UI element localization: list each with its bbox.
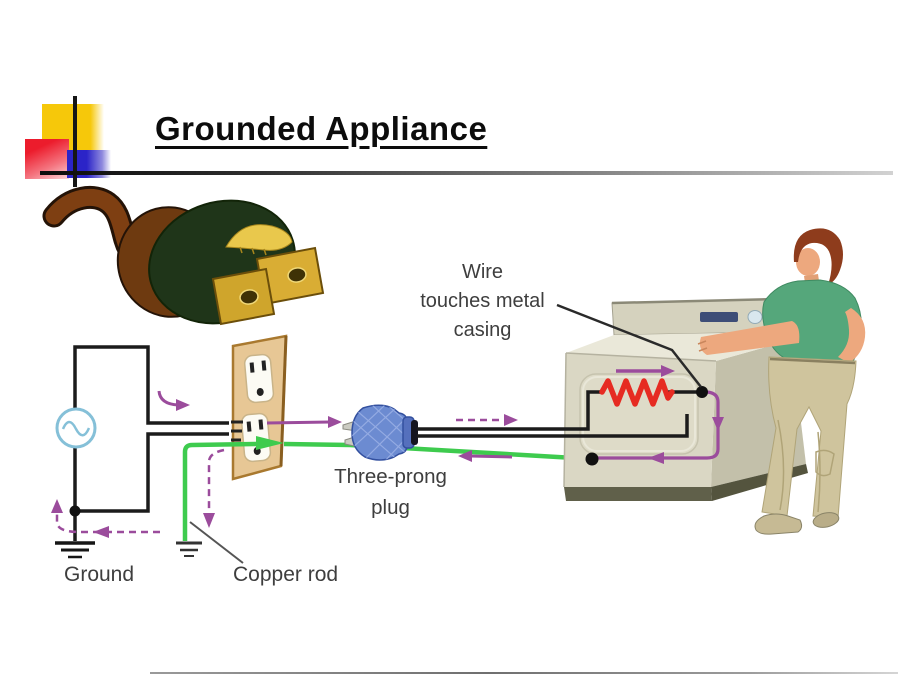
page-title: Grounded Appliance	[155, 110, 488, 147]
person-hair	[793, 228, 843, 285]
current-arrows	[51, 390, 518, 538]
wire-casing-label: Wire touches metal casing	[400, 258, 565, 345]
title-divider-line	[40, 171, 893, 175]
ground-symbol-left	[55, 541, 95, 559]
copper-rod-leader	[189, 521, 244, 564]
wire-casing-leader	[556, 303, 702, 388]
three-prong-plug-label: Three-prong plug	[318, 461, 463, 523]
leader-lines	[189, 303, 702, 564]
copper-rod-label: Copper rod	[233, 563, 339, 586]
wire-casing-line1: Wire	[461, 261, 504, 283]
ac-source	[55, 407, 97, 449]
wire-casing-line3: casing	[453, 319, 512, 341]
washer-dial	[747, 310, 763, 324]
outlet-receptacle-upper	[243, 353, 275, 404]
hot-wire	[417, 390, 603, 431]
ground-wire-dot	[585, 452, 599, 466]
circuit-loop	[55, 345, 229, 559]
copper-rod-symbol	[176, 541, 202, 557]
casing-contact-dot	[696, 386, 708, 398]
appliance-circuit	[417, 365, 724, 466]
junction-dot	[69, 505, 81, 517]
three-prong-plug	[342, 404, 418, 461]
fault-current-path	[597, 390, 720, 460]
resistor	[599, 378, 675, 407]
washer-brand-label	[700, 312, 738, 322]
two-prong-plug-illustration	[42, 185, 325, 326]
person-pants	[761, 356, 857, 519]
three-prong-line1: Three-prong	[334, 465, 447, 488]
wire-casing-line2: touches metal	[420, 290, 545, 312]
three-prong-line2: plug	[371, 496, 410, 519]
person	[697, 228, 866, 535]
person-shoe-front	[754, 513, 803, 535]
return-wire	[417, 414, 689, 438]
washer-front-recess	[579, 373, 699, 455]
logo-vertical-line	[73, 96, 77, 187]
person-shoe-back	[812, 512, 840, 528]
person-right-arm	[838, 308, 866, 363]
outlet-wire-stubs	[231, 420, 243, 442]
bottom-divider-line	[150, 672, 898, 674]
person-left-arm	[699, 321, 800, 355]
ground-label: Ground	[64, 563, 135, 586]
wall-outlet	[231, 334, 288, 481]
